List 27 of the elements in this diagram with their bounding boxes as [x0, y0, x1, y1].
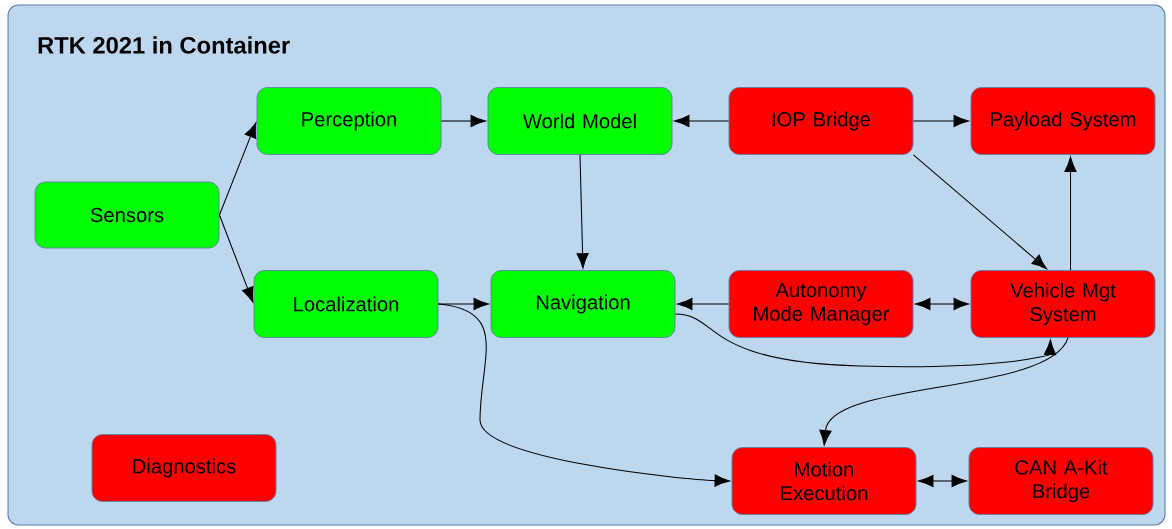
process-box: Sensors: [34, 181, 220, 249]
process-box: Perception: [256, 87, 442, 155]
arrow: [437, 303, 730, 487]
process-box: Autonomy Mode Manager: [728, 270, 914, 338]
arrow: [915, 297, 969, 311]
process-box: Motion Execution: [731, 447, 917, 515]
arrow: [218, 122, 257, 216]
arrow: [440, 114, 486, 128]
process-box: Vehicle Mgt System: [970, 270, 1156, 338]
arrow: [819, 337, 1069, 446]
arrow: [674, 313, 1057, 368]
arrow: [918, 474, 967, 488]
process-box: World Model: [487, 87, 673, 155]
process-box: Diagnostics: [91, 434, 277, 502]
arrow: [912, 154, 1047, 270]
process-box: Localization: [253, 270, 439, 338]
process-box: CAN A-Kit Bridge: [968, 447, 1154, 515]
arrow: [437, 297, 489, 311]
arrow: [677, 297, 730, 311]
arrow: [1064, 156, 1077, 271]
arrow: [576, 154, 589, 269]
process-box: IOP Bridge: [728, 87, 914, 155]
arrow: [674, 114, 730, 128]
arrow: [912, 114, 969, 128]
process-box: Payload System: [970, 87, 1156, 155]
process-box: Navigation: [490, 270, 676, 338]
arrow: [218, 214, 254, 303]
